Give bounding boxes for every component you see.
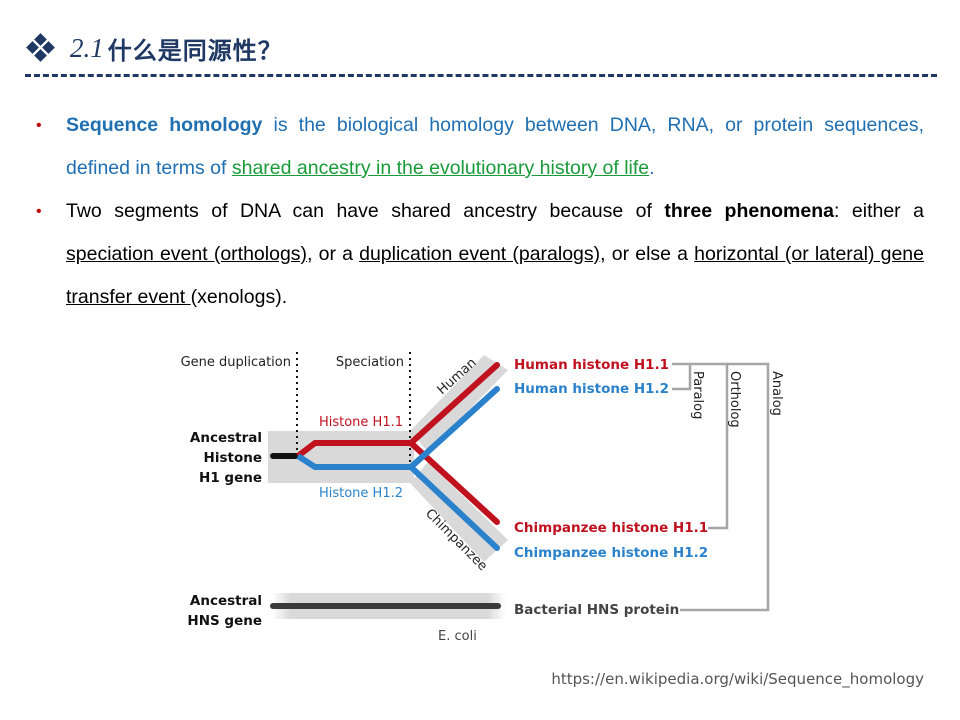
label-speciation: Speciation: [336, 355, 404, 370]
homology-diagram: Gene duplication Speciation Ancestral Hi…: [181, 352, 784, 644]
leaf-bacterial-hns: Bacterial HNS protein: [514, 602, 679, 618]
label-paralog: Paralog: [690, 371, 705, 419]
label-analog: Analog: [769, 371, 784, 416]
phenomena-text-2: : either a: [834, 200, 924, 222]
label-ancestral-histone-3: H1 gene: [199, 470, 262, 486]
term-sequence-homology: Sequence homology: [66, 114, 263, 136]
shared-ancestry-link[interactable]: shared ancestry in the evolutionary hist…: [231, 157, 650, 179]
leaf-human-h12: Human histone H1.2: [514, 381, 669, 397]
h12-branch: [296, 453, 411, 470]
phenomena-text-4: , or else a: [600, 243, 695, 265]
definition-text: is the biological homology between DNA, …: [66, 114, 925, 179]
label-ancestral-histone-2: Histone: [204, 450, 262, 466]
section-number: 2.1: [70, 32, 104, 63]
period: .: [649, 157, 655, 179]
phenomena-text-3: , or a: [307, 243, 360, 265]
leaf-chimp-h11: Chimpanzee histone H1.1: [514, 520, 708, 536]
bullet-definition: • Sequence homology is the biological ho…: [36, 104, 924, 190]
diamond-cluster-icon: [26, 33, 55, 62]
label-ortholog: Ortholog: [727, 371, 742, 428]
h11-branch: [296, 440, 411, 459]
source-url[interactable]: https://en.wikipedia.org/wiki/Sequence_h…: [551, 670, 924, 688]
chimp-h12-line: [408, 464, 500, 551]
bullet-list: • Sequence homology is the biological ho…: [36, 104, 924, 319]
paralog-bracket: [672, 362, 692, 391]
human-h11-line: [408, 362, 500, 446]
label-ancestral-histone-1: Ancestral: [190, 430, 262, 446]
phenomena-text: Two segments of DNA can have shared ance…: [66, 200, 665, 222]
bullet-dot-icon: •: [36, 117, 42, 134]
label-ancestral-hns-2: HNS gene: [187, 613, 262, 629]
label-ancestral-hns-1: Ancestral: [190, 593, 262, 609]
label-gene-duplication: Gene duplication: [181, 355, 291, 370]
ortholog-bracket: [690, 362, 729, 530]
speciation-event: speciation event (orthologs): [66, 243, 308, 265]
slide-title: 2.1 什么是同源性？: [26, 28, 283, 68]
leaf-human-h11: Human histone H1.1: [514, 357, 669, 373]
three-phenomena: three phenomena: [664, 200, 834, 222]
duplication-event: duplication event (paralogs): [359, 243, 601, 265]
title-divider: [25, 74, 937, 77]
bullet-phenomena: • Two segments of DNA can have shared an…: [36, 190, 924, 319]
xenologs-text: (xenologs).: [190, 286, 288, 308]
bullet-dot-icon: •: [36, 203, 42, 220]
leaf-chimp-h12: Chimpanzee histone H1.2: [514, 545, 708, 561]
label-ecoli: E. coli: [438, 629, 477, 644]
label-histone-h12: Histone H1.2: [319, 486, 403, 501]
human-h12-line: [408, 386, 500, 470]
horizontal-transfer-event: horizontal (or lateral) gene transfer ev…: [66, 243, 924, 308]
title-text: 什么是同源性？: [107, 36, 283, 65]
analog-bracket: [680, 362, 770, 612]
label-histone-h11: Histone H1.1: [319, 415, 403, 430]
